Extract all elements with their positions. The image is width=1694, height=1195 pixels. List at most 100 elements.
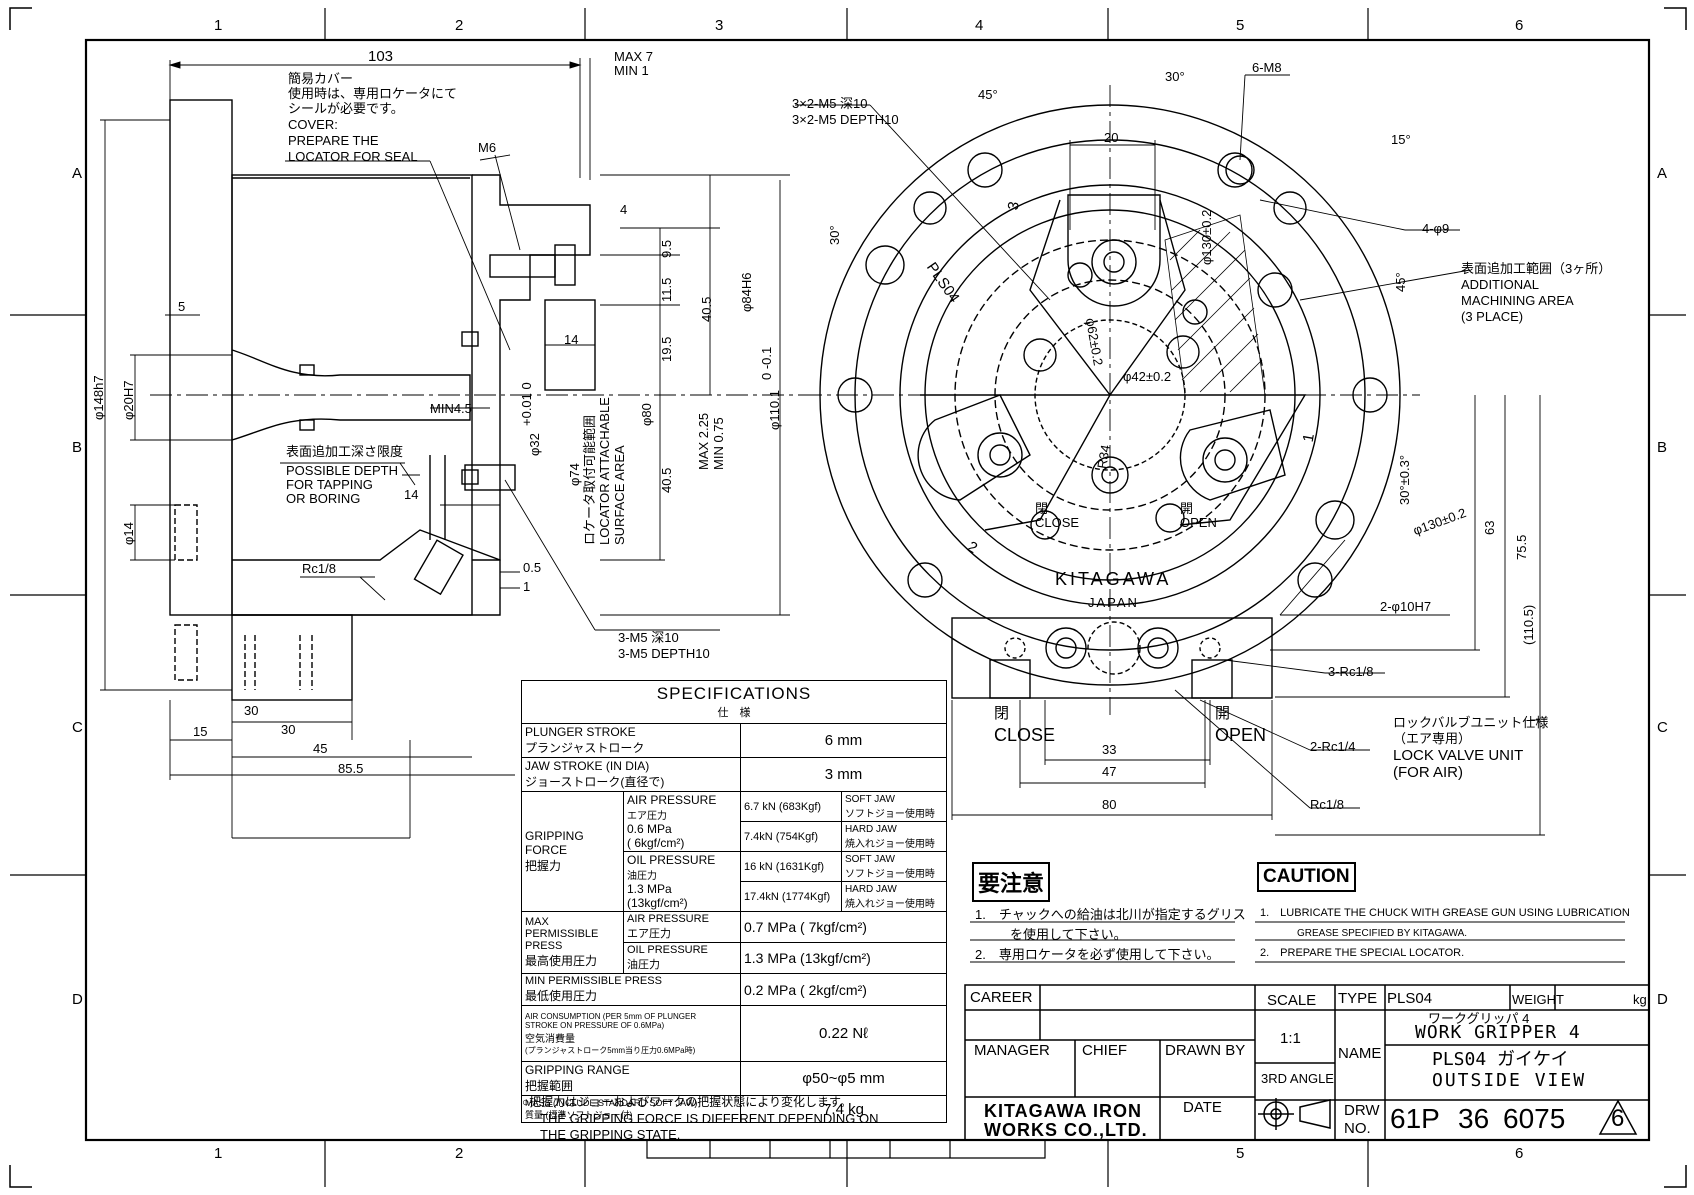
spec-oil-hard-en: HARD JAW bbox=[844, 883, 897, 895]
spec-oil-soft-jp: ソフトジョー使用時 bbox=[844, 868, 935, 880]
dim-30-a: 30 bbox=[244, 703, 259, 718]
dim-phi80: φ80 bbox=[639, 403, 654, 426]
tb-type-label: TYPE bbox=[1338, 990, 1378, 1007]
dim-40-5-lower: 40.5 bbox=[659, 467, 674, 493]
close-mark-en: CLOSE bbox=[1035, 515, 1080, 530]
col-label-4: 4 bbox=[975, 17, 984, 34]
dim-40-5-upper: 40.5 bbox=[699, 296, 714, 322]
col-label-2-bottom: 2 bbox=[455, 1145, 464, 1162]
tb-drw-c: 6075 bbox=[1503, 1103, 1566, 1134]
open-label-en: OPEN bbox=[1215, 725, 1267, 745]
jaw-2 bbox=[917, 394, 1112, 531]
title-block-grid bbox=[964, 984, 1650, 1141]
hole-4-phi9: 4-φ9 bbox=[1422, 221, 1450, 236]
spec-minp-val: 0.2 MPa ( 2kgf/cm²) bbox=[740, 973, 947, 1006]
front-view bbox=[800, 85, 1420, 715]
col-label-2: 2 bbox=[455, 17, 464, 34]
spec-title: SPECIFICATIONS bbox=[656, 684, 812, 703]
tb-weight-unit: kg bbox=[1633, 992, 1647, 1007]
spec-hard-jp: 焼入れジョー使用時 bbox=[844, 838, 935, 850]
spec-air-mpa: 0.6 MPa bbox=[627, 822, 672, 836]
dim-9-5: 9.5 bbox=[659, 239, 674, 258]
dim-phi74: φ74 bbox=[567, 463, 582, 486]
col-label-1-bottom: 1 bbox=[214, 1145, 223, 1162]
cover-note-jp2: 使用時は、専用ロケータにて bbox=[288, 86, 458, 101]
tb-manager: MANAGER bbox=[974, 1042, 1050, 1059]
spec-range-en: GRIPPING RANGE bbox=[525, 1063, 630, 1077]
spec-soft-jp: ソフトジョー使用時 bbox=[844, 808, 935, 820]
spec-maxp-jp: 最高使用圧力 bbox=[525, 954, 598, 968]
spec-airc-en1: AIR CONSUMPTION (PER 5mm OF PLUNGER bbox=[525, 1011, 697, 1021]
row-label-d: D bbox=[72, 991, 83, 1008]
thread-2-rc1-4: 2-Rc1/4 bbox=[1310, 739, 1356, 754]
dim-15: 15 bbox=[193, 724, 208, 739]
tb-company-1: KITAGAWA IRON bbox=[984, 1101, 1142, 1121]
row-label-d-right: D bbox=[1657, 991, 1668, 1008]
dim-0-5: 0.5 bbox=[523, 560, 542, 575]
spec-air-soft-val: 6.7 kN (683Kgf) bbox=[740, 791, 842, 822]
dim-30-b: 30 bbox=[281, 722, 296, 737]
caution-title-jp: 要注意 bbox=[972, 862, 1051, 902]
row-label-a-right: A bbox=[1657, 165, 1668, 182]
thread-m6: M6 bbox=[478, 140, 497, 155]
tb-chief: CHIEF bbox=[1082, 1042, 1127, 1059]
cover-note-jp3: シールが必要です。 bbox=[288, 101, 404, 116]
spec-oil-mpa: 1.3 MPa bbox=[627, 882, 672, 896]
spec-mass-val: 7.4 kg bbox=[740, 1095, 947, 1123]
caution-jp-2: 2. 専用ロケータを必ず使用して下さい。 bbox=[975, 947, 1220, 962]
spec-range-jp: 把握範囲 bbox=[525, 1079, 574, 1093]
origin-engraving: JAPAN bbox=[1088, 595, 1139, 610]
spec-grip-jp: 把握力 bbox=[525, 859, 562, 873]
dim-phi32: φ32 bbox=[527, 433, 542, 456]
notes-lines bbox=[970, 921, 1625, 963]
row-label-b: B bbox=[72, 439, 83, 456]
dim-phi14: φ14 bbox=[121, 522, 136, 545]
left-dimensions bbox=[100, 58, 790, 839]
spec-maxp-oil-val: 1.3 MPa (13kgf/cm²) bbox=[740, 942, 947, 974]
depth-note-en2: FOR TAPPING bbox=[286, 477, 373, 492]
spec-oil-hard-val: 17.4kN (1774Kgf) bbox=[740, 881, 842, 912]
thread-6-m8: 6-M8 bbox=[1252, 60, 1282, 75]
spec-footnote-en1: THE GRIPPING FORCE IS DIFFERENT DEPENDIN… bbox=[540, 1111, 879, 1126]
col-label-5: 5 bbox=[1236, 17, 1245, 34]
additional-area-en2: MACHINING AREA bbox=[1461, 293, 1574, 308]
dim-4: 4 bbox=[620, 202, 628, 217]
dim-phi42: φ42±0.2 bbox=[1123, 369, 1172, 384]
corner-marks bbox=[9, 7, 1687, 1188]
spec-maxp-oil-en: OIL PRESSURE bbox=[627, 944, 708, 956]
dim-20: 20 bbox=[1104, 130, 1119, 145]
tb-name-jp-2: PLS04 ガイケイ bbox=[1432, 1049, 1569, 1070]
zone-ticks bbox=[10, 8, 1686, 1187]
tb-weight-label: WEIGHT bbox=[1512, 992, 1564, 1007]
spec-air-jp: エア圧力 bbox=[627, 811, 667, 822]
angle-30-left: 30° bbox=[827, 225, 842, 245]
locator-note-en1: LOCATOR ATTACHABLE bbox=[597, 397, 612, 545]
tb-name-en-1: WORK GRIPPER 4 bbox=[1415, 1022, 1581, 1043]
dim-min0-75: MIN 0.75 bbox=[711, 417, 726, 470]
spec-title-jp: 仕 様 bbox=[717, 707, 751, 719]
dim-33: 33 bbox=[1102, 742, 1117, 757]
spec-airc-jp2: (プランジャストローク5mm当り圧力0.6MPa時) bbox=[525, 1045, 696, 1055]
angle-30-tol: 30°±0.3° bbox=[1397, 454, 1412, 505]
spec-maxp-air-jp: エア圧力 bbox=[627, 928, 671, 940]
spec-maxp-air-val: 0.7 MPa ( 7kgf/cm²) bbox=[740, 911, 947, 943]
dim-11-5: 11.5 bbox=[659, 277, 674, 302]
tb-angle: 3RD ANGLE bbox=[1261, 1071, 1334, 1086]
depth-note-en1: POSSIBLE DEPTH bbox=[286, 463, 398, 478]
spec-plunger-jp: プランジャストローク bbox=[525, 741, 645, 755]
row-label-c-right: C bbox=[1657, 719, 1668, 736]
dim-110-5: (110.5) bbox=[1521, 604, 1536, 645]
dim-80-front: 80 bbox=[1102, 797, 1117, 812]
angle-30-top: 30° bbox=[1165, 69, 1185, 84]
spec-airc-en2: STROKE ON PRESSURE OF 0.6MPa) bbox=[525, 1020, 665, 1030]
spec-air-en: AIR PRESSURE bbox=[627, 793, 717, 807]
thread-3-rc1-8: 3-Rc1/8 bbox=[1328, 664, 1374, 679]
spec-maxp-air-en: AIR PRESSURE bbox=[627, 913, 709, 925]
dim-phi110-tol: 0 -0.1 bbox=[759, 346, 774, 380]
dim-19-5: 19.5 bbox=[659, 336, 674, 362]
close-mark-jp: 閉 bbox=[1035, 501, 1049, 516]
spec-plunger-val: 6 mm bbox=[740, 723, 947, 758]
close-label-jp: 閉 bbox=[994, 705, 1010, 722]
thread-rc1-8-front: Rc1/8 bbox=[1310, 797, 1344, 812]
depth-note-jp: 表面追加工深さ限度 bbox=[286, 444, 404, 459]
